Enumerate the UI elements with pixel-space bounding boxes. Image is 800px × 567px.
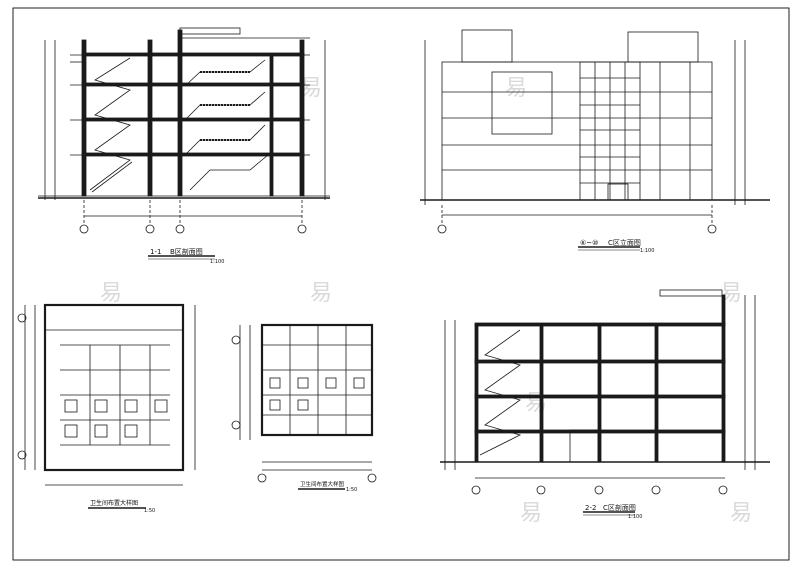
section-1-1-title: B区剖面图 bbox=[170, 247, 203, 256]
toilet-plan-1-title: 卫生间布置大样图 bbox=[90, 499, 138, 507]
watermark-glyph: 易 bbox=[720, 281, 742, 306]
section-1-1-number: 1-1 bbox=[150, 248, 161, 256]
toilet-plan-2-caption: 卫生间布置大样图 1:50 bbox=[298, 480, 357, 493]
section-2-2-caption: 2-2 C区剖面图 1:100 bbox=[583, 503, 642, 520]
elevation-c-drawing bbox=[420, 29, 770, 234]
elevation-c-title: C区立面图 bbox=[608, 238, 641, 247]
section-1-1-caption: 1-1 B区剖面图 1:100 bbox=[148, 247, 224, 265]
section-2-2-title: C区剖面图 bbox=[603, 503, 636, 512]
toilet-plan-1-caption: 卫生间布置大样图 1:50 bbox=[88, 499, 155, 514]
section-2-2-scale: 1:100 bbox=[628, 514, 642, 520]
toilet-plan-2-title: 卫生间布置大样图 bbox=[300, 480, 345, 488]
watermark-glyph: 易 bbox=[520, 501, 542, 526]
section-1-1-drawing bbox=[38, 27, 330, 234]
watermark-glyph: 易 bbox=[310, 281, 332, 306]
elevation-c-scale: 1:100 bbox=[640, 248, 654, 254]
toilet-plan-2-scale: 1:50 bbox=[346, 487, 357, 493]
watermark-layer: 易 易 易 易 易 易 易 易 bbox=[100, 76, 752, 526]
section-2-2-drawing bbox=[440, 289, 770, 495]
section-1-1-scale: 1:100 bbox=[210, 259, 224, 265]
toilet-plan-1-scale: 1:50 bbox=[144, 508, 155, 514]
watermark-glyph: 易 bbox=[300, 76, 322, 101]
watermark-glyph: 易 bbox=[505, 76, 527, 101]
elevation-c-number: ⑥~⑩ bbox=[580, 239, 598, 247]
section-2-2-number: 2-2 bbox=[585, 504, 596, 512]
sheet-border bbox=[12, 7, 790, 561]
toilet-plan-2-drawing bbox=[231, 323, 377, 483]
toilet-plan-1-drawing bbox=[17, 303, 196, 486]
watermark-glyph: 易 bbox=[100, 281, 122, 306]
watermark-glyph: 易 bbox=[730, 501, 752, 526]
elevation-c-caption: ⑥~⑩ C区立面图 1:100 bbox=[578, 238, 654, 254]
